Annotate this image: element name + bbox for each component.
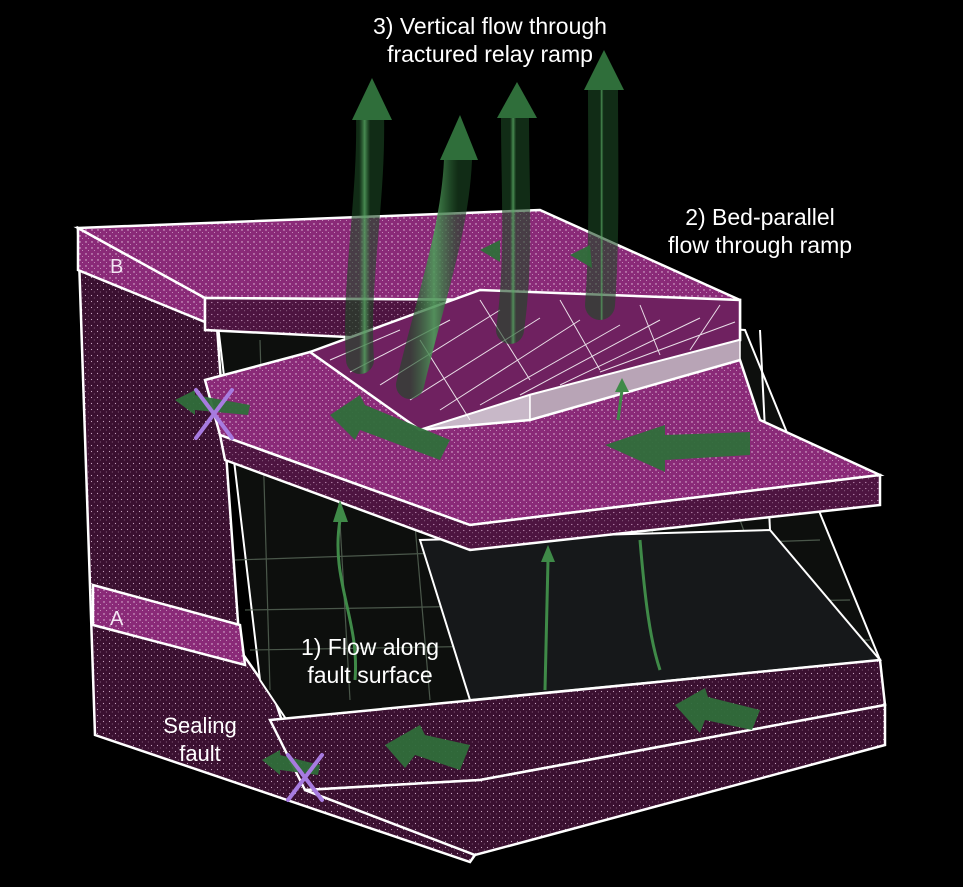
fault-flow-line2: fault surface	[307, 662, 433, 688]
bed-a-left-face	[91, 583, 247, 667]
vertical-arrow-head	[352, 78, 392, 120]
sealing-line1: Sealing	[163, 713, 237, 738]
top-swirl-arrow	[570, 245, 592, 268]
bottom-arrow-right	[675, 688, 760, 733]
stream-arrow-head	[541, 545, 555, 562]
sealed-arrow-top	[175, 390, 250, 415]
seal-cross-icons	[194, 388, 324, 802]
vertical-flow-line1: 3) Vertical flow through	[373, 13, 607, 39]
vertical-flow-label: 3) Vertical flow through fractured relay…	[340, 12, 640, 68]
flow-arrows	[175, 240, 760, 775]
bed-b-middle	[203, 350, 885, 552]
fault-flow-line1: 1) Flow along	[300, 634, 440, 660]
bottom-arrow-left	[385, 725, 470, 770]
stream-arrow-head	[615, 378, 629, 392]
vertical-arrow-head	[440, 115, 478, 160]
sealing-fault-label: Sealing fault	[140, 712, 260, 768]
ramp-arrow-left	[330, 395, 450, 460]
fault-streams	[336, 389, 662, 691]
sealing-line2: fault	[179, 741, 221, 766]
bed-parallel-line2: flow through ramp	[667, 232, 853, 258]
vertical-flow-line2: fractured relay ramp	[387, 41, 593, 67]
bed-b-label: B	[110, 256, 124, 278]
fault-flow-label: 1) Flow along fault surface	[285, 633, 455, 689]
bed-parallel-label: 2) Bed-parallel flow through ramp	[640, 203, 880, 259]
bed-parallel-line1: 2) Bed-parallel	[685, 204, 835, 230]
vertical-flow-plumes	[345, 50, 624, 399]
stream-arrow-head	[333, 500, 348, 522]
bed-a-label: A	[110, 608, 124, 630]
vertical-arrow-head	[497, 82, 537, 118]
sealed-arrow-bottom	[262, 750, 320, 775]
top-swirl-arrow	[480, 240, 500, 262]
ramp-arrow-right	[605, 425, 750, 472]
vertical-arrow-head	[584, 50, 624, 90]
